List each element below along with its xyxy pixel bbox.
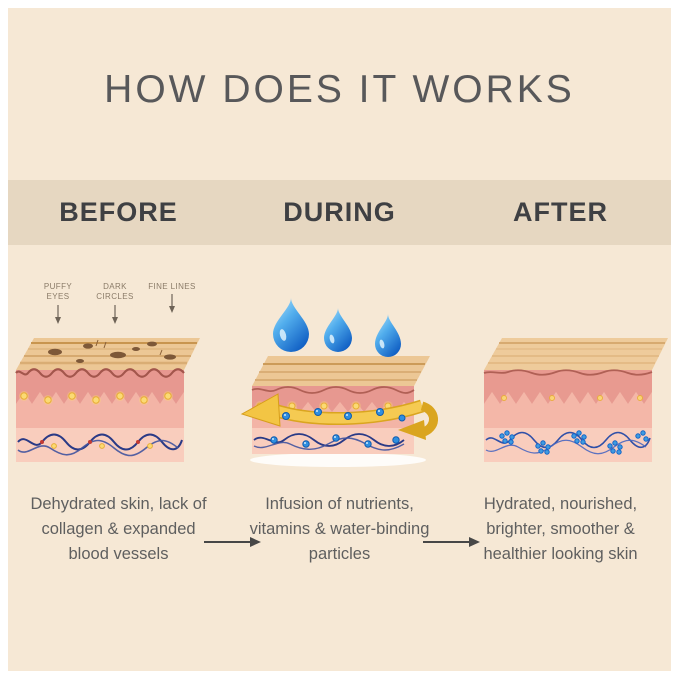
after-caption-col: Hydrated, nourished, brighter, smoother …: [450, 492, 671, 566]
down-arrow-icon: [112, 304, 118, 324]
after-skin-illustration: [483, 338, 668, 462]
water-drop-icon: [375, 314, 401, 357]
stage-header-during: DURING: [283, 197, 396, 227]
skin-epidermis-layer: [252, 386, 414, 412]
page-title: HOW DOES IT WORKS: [104, 68, 575, 111]
before-caption: Dehydrated skin, lack of collagen & expa…: [30, 495, 207, 563]
blood-vessels: [17, 433, 183, 457]
flow-arrow-icon: [423, 537, 480, 547]
after-caption: Hydrated, nourished, brighter, smoother …: [483, 495, 638, 563]
nutrient-dots: [501, 395, 643, 401]
dark-spots: [48, 341, 176, 363]
label-dark-circles-text: DARK CIRCLES: [96, 282, 134, 302]
label-fine-lines: FINE LINES: [146, 282, 198, 325]
smooth-surface-line: [483, 369, 653, 376]
nutrient-dots: [19, 391, 173, 405]
particle-dots: [270, 408, 406, 448]
before-caption-col: Dehydrated skin, lack of collagen & expa…: [8, 492, 229, 566]
skin-epidermis-layer: [16, 370, 184, 404]
label-dark-circles: DARK CIRCLES: [89, 282, 141, 325]
caption-row: Dehydrated skin, lack of collagen & expa…: [8, 492, 671, 566]
blood-vessels: [253, 433, 405, 451]
during-caption-col: Infusion of nutrients, vitamins & water-…: [229, 492, 450, 566]
stage-header-before: BEFORE: [59, 197, 178, 227]
stage-header-after: AFTER: [513, 197, 608, 227]
label-puffy-eyes-text: PUFFY EYES: [43, 282, 73, 302]
splash-highlight: [250, 453, 426, 467]
down-arrow-icon: [169, 294, 175, 314]
damaged-surface-line: [15, 368, 185, 378]
hydration-bead-clusters: [499, 430, 649, 455]
during-skin-illustration: [240, 298, 438, 467]
before-skin-illustration: [15, 338, 200, 462]
skin-top-face: [484, 338, 668, 370]
skin-top-face: [252, 356, 430, 386]
stage-header-band: BEFORE DURING AFTER: [8, 180, 671, 245]
water-drop-icon: [324, 308, 352, 352]
water-drop-icon: [273, 298, 309, 352]
label-fine-lines-text: FINE LINES: [148, 282, 196, 291]
before-callout-labels: PUFFY EYES DARK CIRCLES FINE LINES: [32, 282, 198, 325]
label-puffy-eyes: PUFFY EYES: [32, 282, 84, 325]
skin-epidermis-layer: [484, 370, 652, 404]
during-caption: Infusion of nutrients, vitamins & water-…: [249, 495, 430, 563]
flow-arrow-icon: [204, 537, 261, 547]
infographic-background: HOW DOES IT WORKS BEFORE DURING AFTER PU…: [8, 8, 671, 671]
skin-surface-line: [251, 386, 415, 394]
down-arrow-icon: [55, 304, 61, 324]
nutrient-dots: [255, 401, 393, 411]
